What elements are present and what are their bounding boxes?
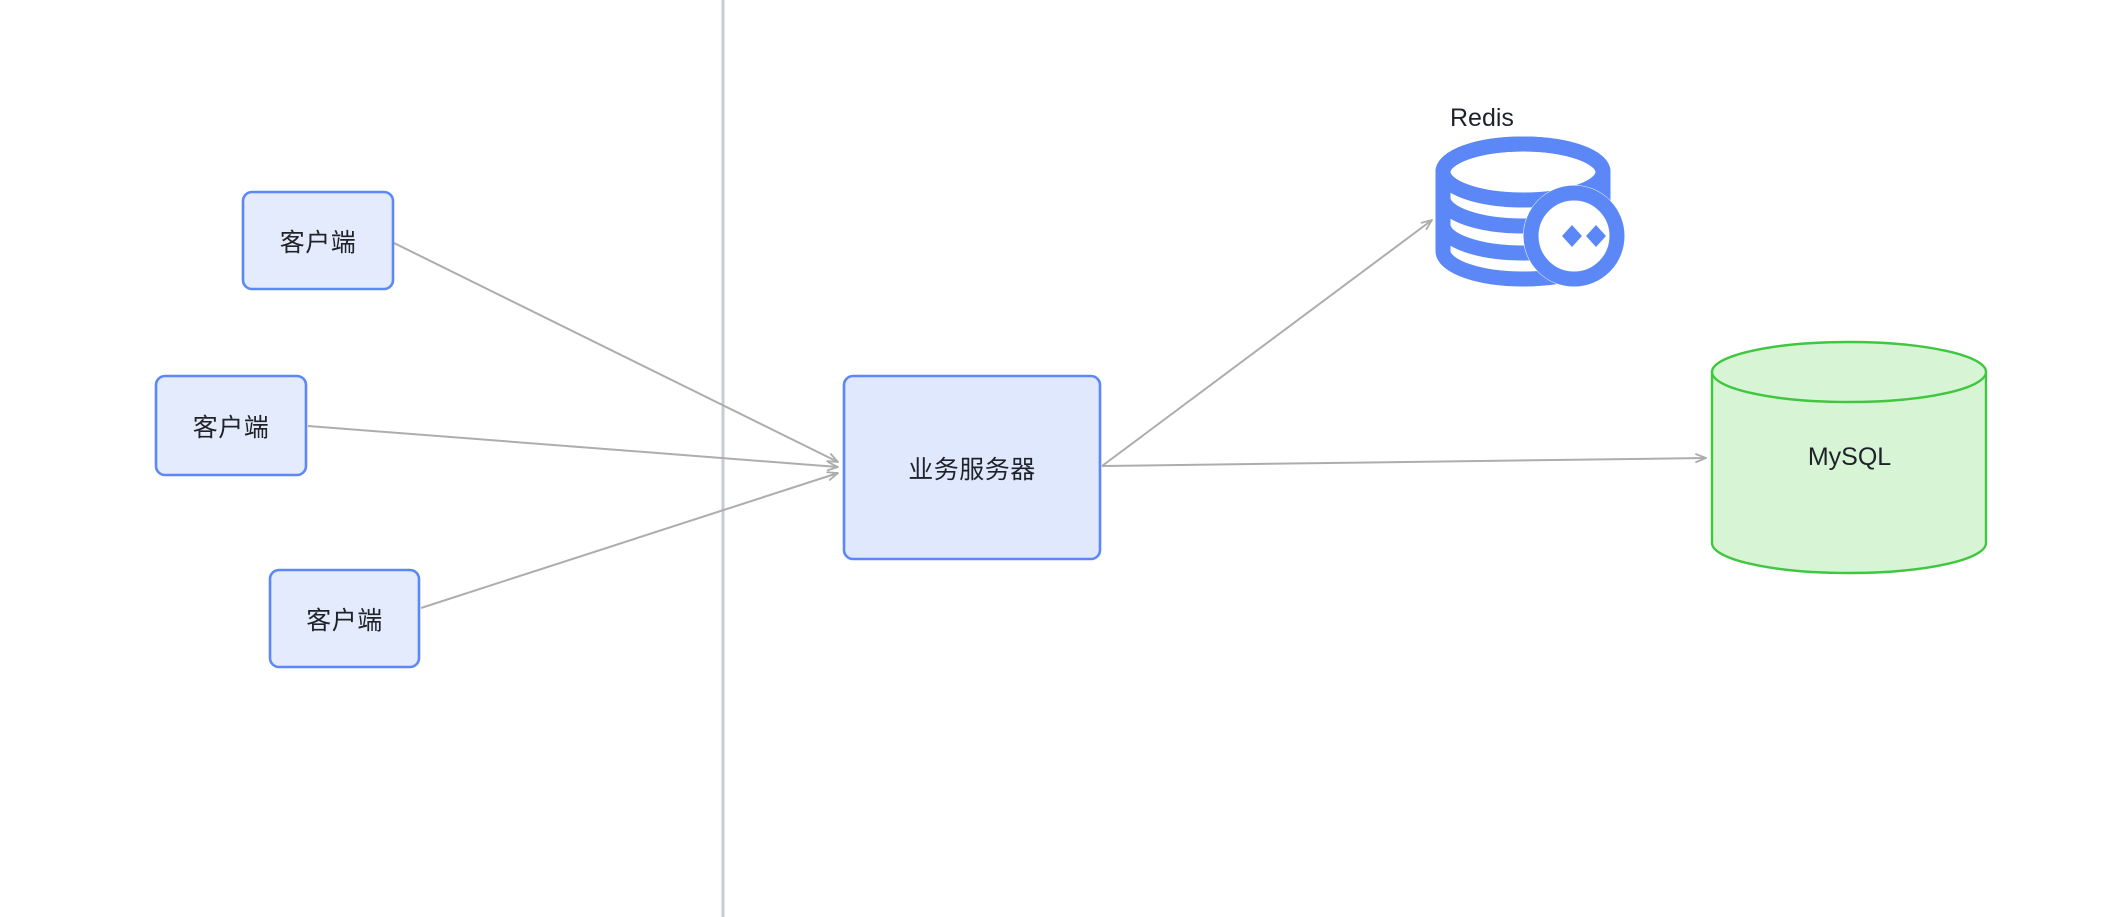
node-redis-icon[interactable] <box>1435 136 1625 287</box>
edges-group <box>307 219 1707 609</box>
edge-client1-to-server[interactable] <box>393 242 839 463</box>
node-client-1[interactable] <box>241 190 395 291</box>
node-client-2[interactable] <box>154 374 308 477</box>
node-mysql[interactable] <box>1710 340 1988 575</box>
edge-server-to-redis[interactable] <box>1101 219 1433 467</box>
node-app-server[interactable] <box>842 374 1102 561</box>
edge-client2-to-server[interactable] <box>307 425 839 472</box>
edge-client3-to-server[interactable] <box>420 471 839 609</box>
node-client-3[interactable] <box>268 568 421 669</box>
node-redis-label: Redis <box>1450 104 1514 132</box>
edge-server-to-mysql[interactable] <box>1101 453 1707 467</box>
